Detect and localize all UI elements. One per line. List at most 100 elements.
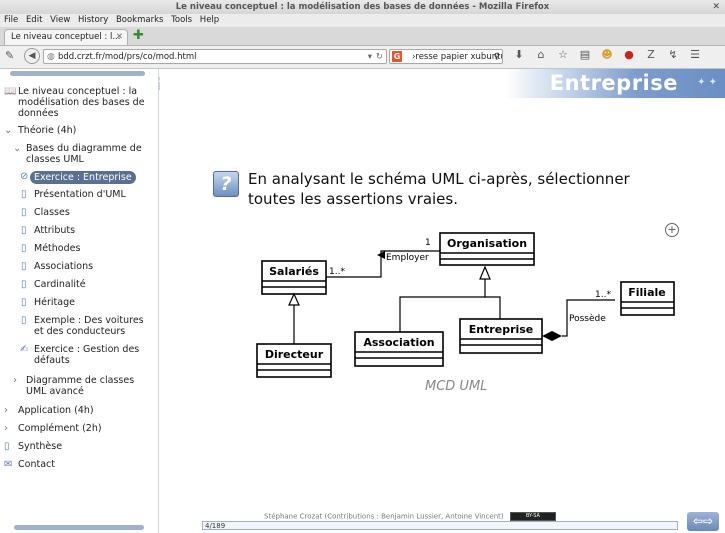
sidebar-item-bases[interactable]: ⌄ Bases du diagramme de classes UML — [13, 143, 142, 165]
zoom-in-icon[interactable]: + — [665, 223, 679, 237]
menu-edit[interactable]: Edit — [25, 15, 43, 25]
class-name: Filiale — [628, 286, 665, 299]
page-title: Entreprise — [549, 71, 678, 95]
url-bar[interactable]: ◍ bdd.crzt.fr/mod/prs/co/mod.html ▾ ↻ — [43, 49, 387, 64]
exercise-icon: ✍ — [20, 344, 29, 355]
hamburger-menu-icon[interactable]: ☰ — [690, 48, 700, 61]
search-engine-icon[interactable]: G — [392, 51, 402, 62]
progress-text: 4/189 — [205, 522, 226, 530]
sidebar-item-root[interactable]: 📖 Le niveau conceptuel : la modélisation… — [4, 86, 145, 119]
search-icon[interactable]: ⚲ — [493, 52, 500, 62]
title-banner: Entreprise ✦ ✦ — [505, 69, 725, 98]
sidebar-item-attributs[interactable]: ▯ Attributs — [21, 225, 76, 236]
window-title-bar: Le niveau conceptuel : la modélisation d… — [0, 0, 725, 14]
menu-file[interactable]: File — [4, 15, 19, 25]
diagram-caption: MCD UML — [425, 379, 488, 394]
close-tab-icon[interactable]: ✕ — [115, 32, 123, 42]
sidebar-item-contact[interactable]: ✉ Contact — [4, 459, 55, 470]
cardinality-organisation: 1 — [425, 238, 431, 248]
search-text: ›resse papier xubuntu — [412, 52, 503, 62]
window-title: Le niveau conceptuel : la modélisation d… — [175, 2, 550, 12]
globe-icon: ◍ — [47, 52, 55, 62]
credit-text: Stéphane Crozat (Contributions : Benjami… — [264, 512, 504, 521]
mail-icon: ✉ — [4, 459, 13, 470]
composition-diamond-icon — [542, 331, 562, 341]
back-icon[interactable]: ◀ — [24, 48, 40, 64]
navigation-arrow-icon — [377, 251, 385, 259]
class-name: Directeur — [265, 348, 324, 361]
sidebar-item-application[interactable]: › Application (4h) — [4, 405, 94, 416]
sidebar-item-synthese[interactable]: ▯ Synthèse — [4, 441, 63, 452]
new-tab-icon[interactable]: ✚ — [133, 28, 144, 43]
main-content: Entreprise ✦ ✦ ? En analysant le schéma … — [160, 69, 725, 533]
inheritance-triangle-icon — [288, 292, 300, 306]
sidebar-item-presentation[interactable]: ▯ Présentation d'UML — [21, 189, 126, 200]
url-text: bdd.crzt.fr/mod/prs/co/mod.html — [58, 52, 197, 62]
class-name: Salariés — [269, 265, 319, 278]
class-directeur: Directeur — [256, 343, 332, 378]
sidebar-outline: 📖 Le niveau conceptuel : la modélisation… — [0, 69, 159, 533]
page-icon: ▯ — [21, 261, 27, 272]
home-icon[interactable]: ⌂ — [537, 48, 545, 61]
url-dropdown-icon[interactable]: ▾ — [367, 52, 372, 62]
close-window-icon[interactable]: ✕ — [712, 2, 720, 12]
class-entreprise: Entreprise — [459, 318, 543, 354]
footer-credit: Stéphane Crozat (Contributions : Benjami… — [264, 512, 556, 521]
sidebar-item-classes[interactable]: ▯ Classes — [21, 207, 70, 218]
bookmark-star-icon[interactable]: ☆ — [558, 48, 568, 61]
sidebar-item-complement[interactable]: › Complément (2h) — [4, 423, 102, 434]
banner-decoration-icon: ✦ ✦ — [697, 77, 717, 88]
sidebar-item-associations[interactable]: ▯ Associations — [21, 261, 94, 272]
class-name: Association — [363, 336, 434, 349]
uml-diagram: Organisation Salariés 1..* 1 Employer Di… — [256, 232, 615, 378]
sidebar-item-cardinalite[interactable]: ▯ Cardinalité — [21, 279, 86, 290]
sidebar-item-theorie[interactable]: ⌄ Théorie (4h) — [4, 125, 77, 136]
reload-icon[interactable]: ↻ — [375, 52, 383, 62]
sidebar-item-exemple-voitures[interactable]: ▯ Exemple : Des voitures et des conducte… — [21, 315, 144, 337]
sidebar-scroll-bottom[interactable] — [14, 525, 144, 530]
tab-label: Le niveau conceptuel : l... — [11, 32, 121, 42]
page-icon: ▯ — [21, 297, 27, 308]
tab-current[interactable]: Le niveau conceptuel : l... ✕ — [4, 29, 128, 45]
sync-icon[interactable]: ↯ — [668, 48, 678, 61]
download-icon[interactable]: ⬇ — [514, 48, 524, 61]
sidebar-item-diagramme-avance[interactable]: › Diagramme de classes UML avancé — [13, 375, 135, 397]
adblock-icon[interactable]: ● — [624, 48, 634, 61]
search-bar[interactable]: G ›resse papier xubuntu ⚲ — [389, 49, 503, 64]
menu-bar: File Edit View History Bookmarks Tools H… — [0, 14, 725, 27]
class-name: Organisation — [447, 237, 527, 250]
menu-bookmarks[interactable]: Bookmarks — [115, 15, 164, 25]
license-badge[interactable]: BY-SA — [509, 512, 556, 521]
prev-next-arrows-icon[interactable]: ⇦⇨ — [687, 512, 719, 531]
page-icon: ▯ — [21, 315, 27, 326]
extension-icon[interactable]: ☻ — [601, 48, 613, 61]
menu-history[interactable]: History — [77, 15, 109, 25]
tools-icon[interactable]: ✎ — [5, 49, 15, 62]
library-icon[interactable]: ▤ — [579, 48, 591, 61]
page-icon: ▯ — [4, 441, 10, 452]
toolbar-icons: ⬇ ⌂ ☆ ▤ ☻ ● Z ↯ ☰ — [508, 48, 706, 61]
chevron-down-icon: ⌄ — [13, 143, 22, 154]
class-name: Entreprise — [469, 323, 534, 336]
progress-bar[interactable]: 4/189 — [202, 521, 678, 530]
chevron-right-icon: › — [4, 405, 8, 416]
tab-strip: Le niveau conceptuel : l... ✕ ✚ — [0, 27, 725, 46]
sidebar-item-exercice-entreprise[interactable]: ⊘ Exercice : Entreprise — [20, 171, 136, 184]
exercise-icon: ⊘ — [20, 171, 29, 182]
sidebar-scroll-top[interactable] — [10, 71, 145, 76]
navigation-bar: ✎ ◀ ◍ bdd.crzt.fr/mod/prs/co/mod.html ▾ … — [0, 46, 725, 69]
cardinality-filiale: 1..* — [595, 290, 611, 300]
sidebar-item-exercice-defauts[interactable]: ✍ Exercice : Gestion des défauts — [20, 344, 140, 366]
menu-help[interactable]: Help — [199, 15, 220, 25]
book-icon: 📖 — [4, 86, 17, 97]
class-filiale: Filiale — [620, 281, 675, 316]
chevron-down-icon: ⌄ — [4, 125, 13, 136]
menu-tools[interactable]: Tools — [171, 15, 193, 25]
page-icon: ▯ — [21, 243, 27, 254]
page-icon: ▯ — [21, 225, 27, 236]
sidebar-item-methodes[interactable]: ▯ Méthodes — [21, 243, 81, 254]
zotero-icon[interactable]: Z — [647, 48, 655, 61]
sidebar-item-heritage[interactable]: ▯ Héritage — [21, 297, 75, 308]
class-association: Association — [354, 331, 444, 367]
menu-view[interactable]: View — [50, 15, 71, 25]
